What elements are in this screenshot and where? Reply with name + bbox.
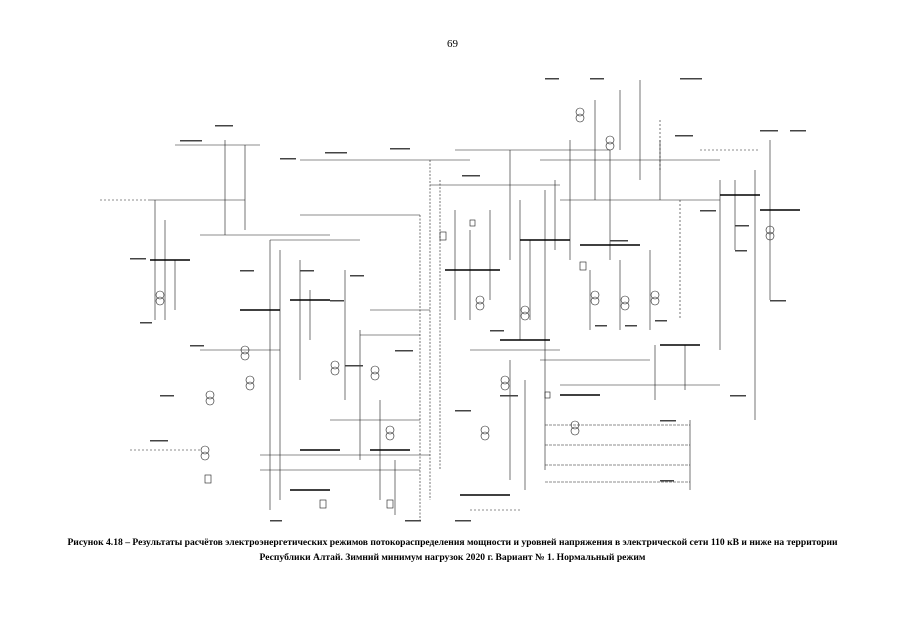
figure-caption: Рисунок 4.18 – Результаты расчётов элект… [40,535,865,565]
caption-line-2: Республики Алтай. Зимний минимум нагрузо… [259,552,646,563]
page-number: 69 [447,38,458,50]
caption-line-1: Рисунок 4.18 – Результаты расчётов элект… [67,537,838,548]
